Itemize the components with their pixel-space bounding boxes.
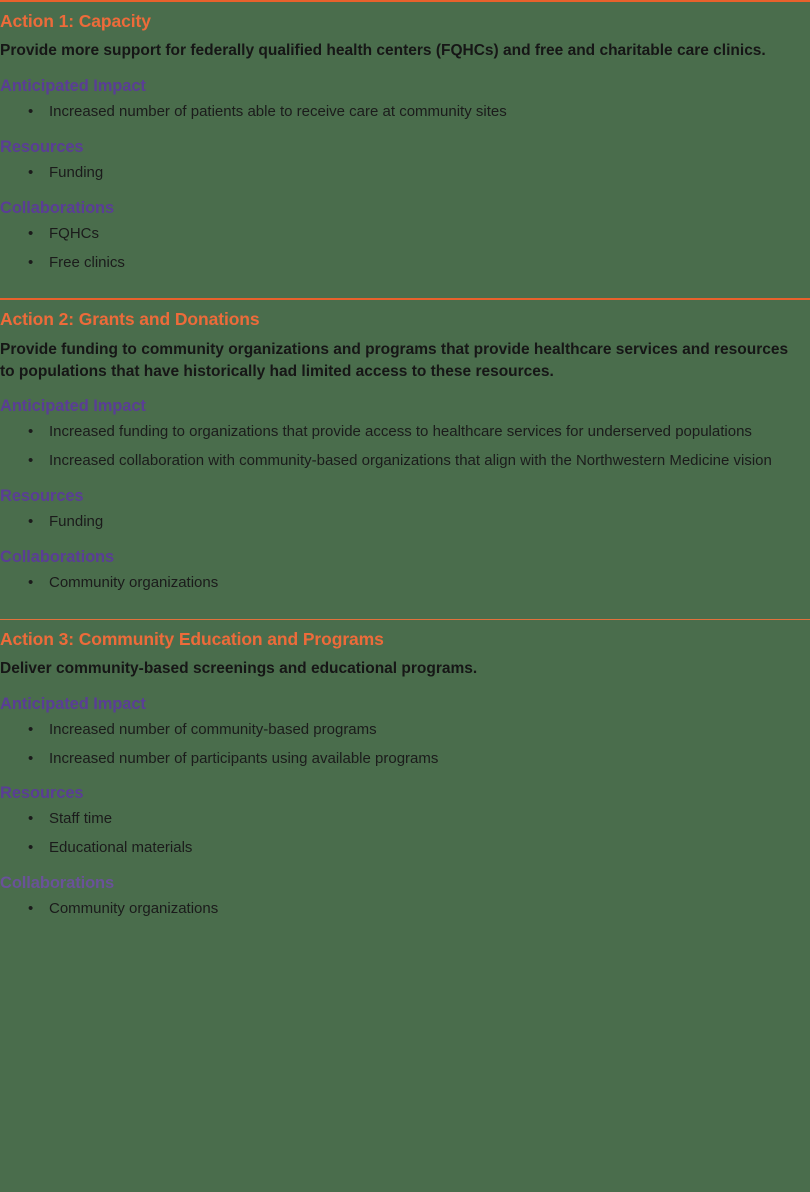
action-1-resources-list: Funding: [0, 156, 810, 185]
list-item: Increased collaboration with community-b…: [0, 444, 779, 473]
action-3-collaborations-heading: Collaborations: [0, 874, 115, 893]
action-1-collaborations-list: FQHCs Free clinics: [0, 217, 810, 275]
action-3-collaborations-list: Community organizations: [0, 892, 810, 921]
action-3-anticipated-impact-heading: Anticipated Impact: [0, 694, 146, 713]
list-item: Increased number of participants using a…: [0, 742, 779, 771]
list-item: Free clinics: [0, 246, 779, 275]
action-3-resources-list: Staff time Educational materials: [0, 802, 810, 860]
list-item: Educational materials: [0, 831, 779, 860]
action-1-title: Action 1: Capacity: [0, 11, 151, 31]
action-2-description: Provide funding to community organizatio…: [0, 340, 789, 380]
action-2-anticipated-impact-heading: Anticipated Impact: [0, 397, 146, 416]
section-divider-2: [0, 298, 810, 301]
action-1-description: Provide more support for federally quali…: [0, 42, 766, 60]
list-item: Community organizations: [0, 892, 779, 921]
list-item: Staff time: [0, 802, 779, 831]
list-item: Increased funding to organizations that …: [0, 415, 779, 444]
section-divider-1: [0, 0, 810, 2]
section-divider-3: [0, 618, 810, 620]
action-1-anticipated-impact-list: Increased number of patients able to rec…: [0, 95, 810, 124]
action-3-description: Deliver community-based screenings and e…: [0, 660, 478, 678]
action-3-title: Action 3: Community Education and Progra…: [0, 628, 384, 649]
action-3-resources-heading: Resources: [0, 784, 84, 803]
action-1-resources-heading: Resources: [0, 137, 84, 156]
action-2-resources-heading: Resources: [0, 487, 84, 506]
action-1-anticipated-impact-heading: Anticipated Impact: [0, 76, 146, 95]
list-item: FQHCs: [0, 217, 779, 246]
spacer: [0, 274, 810, 298]
action-section-2: Action 2: Grants and Donations Provide f…: [0, 300, 810, 619]
action-3-anticipated-impact-list: Increased number of community-based prog…: [0, 713, 810, 771]
action-section-1: Action 1: Capacity Provide more support …: [0, 2, 810, 298]
action-1-collaborations-heading: Collaborations: [0, 198, 115, 217]
spacer: [0, 595, 810, 619]
action-2-anticipated-impact-list: Increased funding to organizations that …: [0, 415, 810, 473]
list-item: Increased number of community-based prog…: [0, 713, 779, 742]
list-item: Funding: [0, 505, 779, 534]
list-item: Community organizations: [0, 566, 779, 595]
list-item: Funding: [0, 156, 779, 185]
action-2-title: Action 2: Grants and Donations: [0, 309, 260, 330]
action-2-collaborations-list: Community organizations: [0, 566, 810, 595]
action-2-collaborations-heading: Collaborations: [0, 547, 115, 566]
action-section-3: Action 3: Community Education and Progra…: [0, 620, 810, 921]
action-2-resources-list: Funding: [0, 505, 810, 534]
list-item: Increased number of patients able to rec…: [0, 95, 779, 124]
